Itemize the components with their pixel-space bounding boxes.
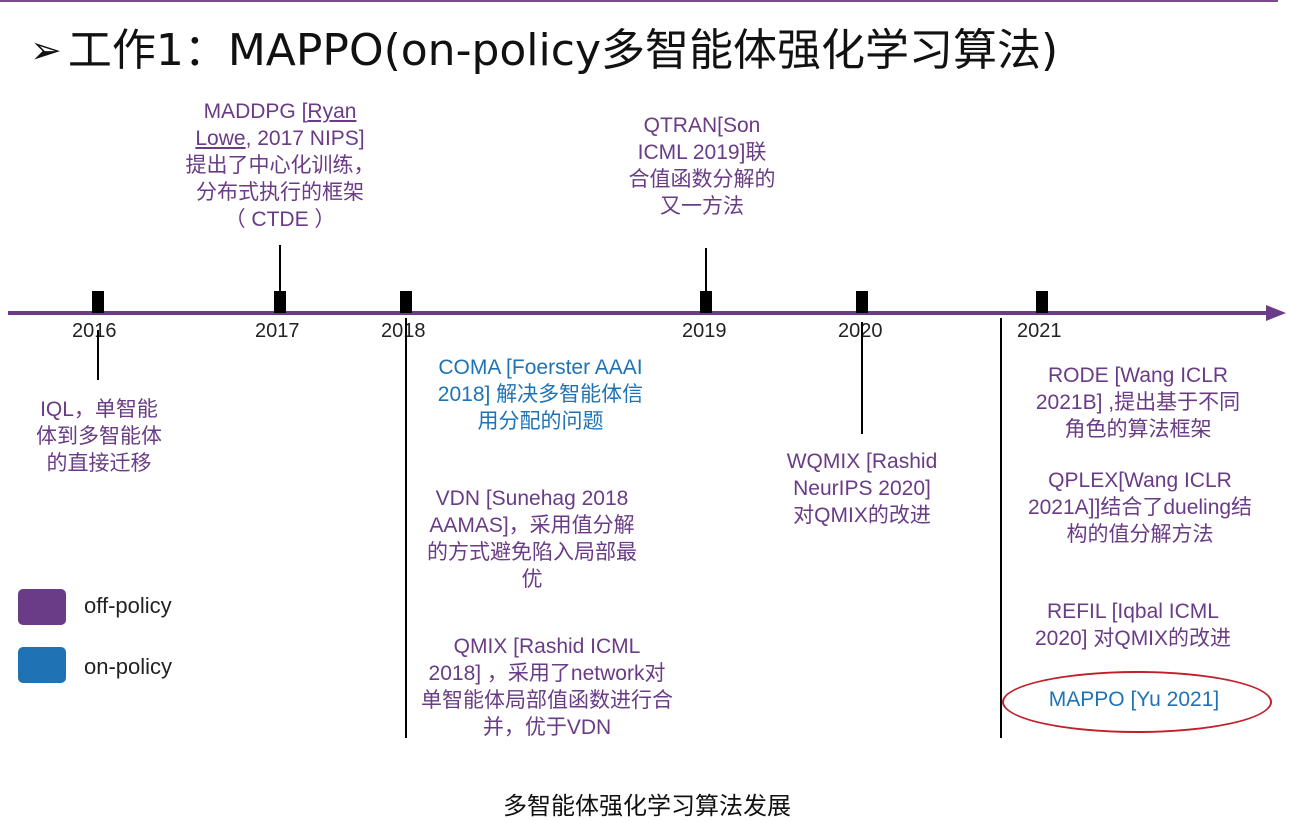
maddpg-line5: （ CTDE ）	[224, 208, 336, 231]
event-qtran: QTRAN[Son ICML 2019]联 合值函数分解的 又一方法	[592, 112, 812, 220]
event-refil: REFIL [Iqbal ICML 2020] 对QMIX的改进	[1008, 598, 1258, 652]
legend-swatch-off-policy	[18, 589, 66, 625]
rode-line1: RODE [Wang ICLR	[1047, 364, 1229, 387]
year-label-2019: 2019	[682, 320, 727, 342]
wqmix-line1: WQMIX [Rashid	[786, 450, 938, 473]
connector-2017	[279, 245, 281, 291]
vdn-line1: VDN [Sunehag 2018	[435, 487, 629, 510]
top-divider	[0, 0, 1278, 2]
qtran-line1: QTRAN[Son	[643, 114, 761, 137]
qplex-line3: 构的值分解方法	[1066, 523, 1214, 546]
connector-2016	[97, 330, 99, 380]
qmix-line4: 并，优于VDN	[482, 716, 612, 739]
wqmix-line3: 对QMIX的改进	[793, 504, 931, 527]
event-iql: IQL，单智能 体到多智能体 的直接迁移	[14, 396, 184, 477]
event-rode: RODE [Wang ICLR 2021B] ,提出基于不同 角色的算法框架	[1008, 362, 1268, 443]
qtran-line3: 合值函数分解的	[628, 168, 776, 191]
tick-2020	[856, 291, 868, 313]
arrow-bullet-icon: ➢	[30, 28, 62, 72]
event-maddpg: MADDPG [Ryan Lowe, 2017 NIPS] 提出了中心化训练， …	[160, 98, 400, 233]
connector-2019	[705, 248, 707, 291]
mappo-highlight-ellipse	[1002, 671, 1272, 733]
tick-2021	[1036, 291, 1048, 313]
event-qplex: QPLEX[Wang ICLR 2021A]]结合了dueling结 构的值分解…	[1004, 467, 1276, 548]
year-label-2018: 2018	[381, 320, 426, 342]
maddpg-line3: 提出了中心化训练，	[185, 154, 375, 177]
qplex-line2: 2021A]]结合了dueling结	[1027, 496, 1253, 519]
qtran-line4: 又一方法	[660, 195, 744, 218]
maddpg-line1a: MADDPG [	[203, 100, 308, 123]
event-vdn: VDN [Sunehag 2018 AAMAS]，采用值分解 的方式避免陷入局部…	[408, 485, 656, 593]
wqmix-line2: NeurIPS 2020]	[793, 477, 931, 500]
maddpg-author-link[interactable]: Ryan	[307, 100, 357, 123]
qtran-line2: ICML 2019]联	[637, 141, 767, 164]
slide-title-text: 工作1：MAPPO(on-policy多智能体强化学习算法)	[67, 25, 1059, 76]
year-label-2020: 2020	[838, 320, 883, 343]
year-label-2017: 2017	[255, 320, 300, 342]
vdn-line4: 优	[521, 568, 543, 591]
year-label-2016: 2016	[72, 320, 117, 342]
legend-swatch-on-policy	[18, 647, 66, 683]
maddpg-line2b: , 2017 NIPS]	[245, 127, 365, 150]
iql-line3: 的直接迁移	[46, 452, 152, 475]
vdn-line3: 的方式避免陷入局部最	[427, 541, 637, 564]
legend-label-off-policy: off-policy	[84, 593, 172, 618]
qmix-line2: 2018] ，采用了network对	[428, 662, 666, 685]
slide-title: ➢工作1：MAPPO(on-policy多智能体强化学习算法)	[30, 14, 1058, 78]
event-coma: COMA [Foerster AAAI 2018] 解决多智能体信 用分配的问题	[408, 354, 673, 435]
coma-line3: 用分配的问题	[477, 410, 604, 433]
tick-2018	[400, 291, 412, 313]
maddpg-line4: 分布式执行的框架	[196, 181, 364, 204]
iql-line1: IQL，单智能	[40, 398, 158, 421]
event-mappo: MAPPO [Yu 2021]	[1048, 688, 1220, 711]
legend-label-on-policy: on-policy	[84, 654, 173, 679]
year-label-2021: 2021	[1017, 320, 1062, 342]
refil-line2: 2020] 对QMIX的改进	[1034, 627, 1232, 650]
event-qmix: QMIX [Rashid ICML 2018] ，采用了network对 单智能…	[402, 633, 692, 741]
connector-2018	[405, 318, 407, 738]
qplex-line1: QPLEX[Wang ICLR	[1048, 469, 1232, 492]
rode-line3: 角色的算法框架	[1064, 418, 1212, 441]
figure-caption: 多智能体强化学习算法发展	[503, 792, 791, 820]
refil-line1: REFIL [Iqbal ICML	[1047, 600, 1219, 623]
rode-line2: 2021B] ,提出基于不同	[1035, 391, 1241, 414]
timeline-axis	[8, 311, 1270, 315]
vdn-line2: AAMAS]，采用值分解	[429, 514, 635, 537]
connector-2020	[861, 322, 863, 434]
coma-line2: 2018] 解决多智能体信	[437, 383, 644, 406]
connector-2021	[1000, 318, 1002, 738]
maddpg-author-link-2[interactable]: Lowe	[195, 127, 246, 150]
iql-line2: 体到多智能体	[36, 425, 162, 448]
tick-2016	[92, 291, 104, 313]
tick-2019	[700, 291, 712, 313]
qmix-line3: 单智能体局部值函数进行合	[421, 689, 673, 712]
qmix-line1: QMIX [Rashid ICML	[453, 635, 641, 658]
tick-2017	[274, 291, 286, 313]
timeline-arrowhead-icon	[1266, 305, 1286, 321]
coma-line1: COMA [Foerster AAAI	[438, 356, 643, 379]
event-wqmix: WQMIX [Rashid NeurIPS 2020] 对QMIX的改进	[742, 448, 982, 529]
